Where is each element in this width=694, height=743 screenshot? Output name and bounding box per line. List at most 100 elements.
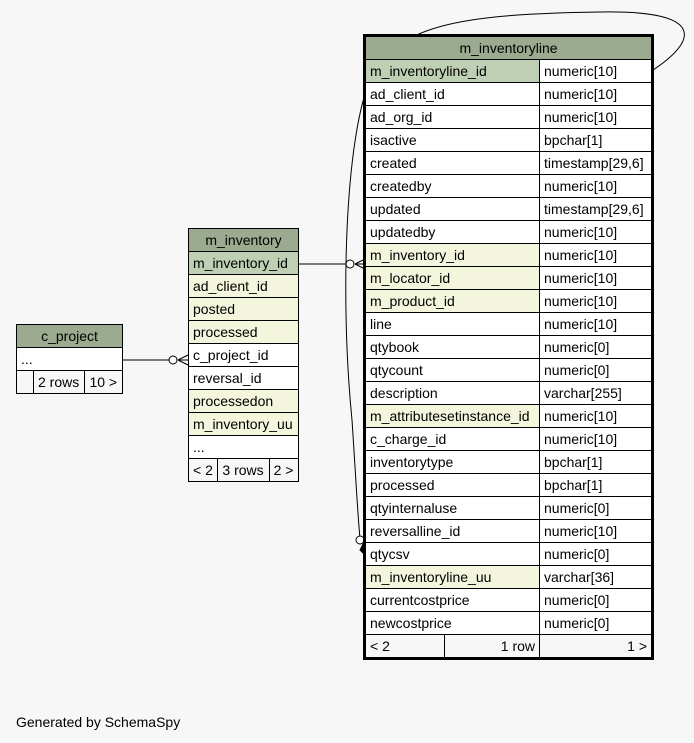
column-type: bpchar[1] [539, 473, 652, 497]
fk-link-end-circle [355, 535, 365, 545]
column-name: newcostprice [365, 611, 540, 635]
fk-link-end-circle [168, 355, 178, 365]
footer-prev [16, 370, 34, 394]
column-type: numeric[10] [539, 220, 652, 244]
column-name: m_attributesetinstance_id [365, 404, 540, 428]
table-row: posted [188, 297, 299, 321]
column-name: qtybook [365, 335, 540, 359]
column-type: numeric[10] [539, 59, 652, 83]
column-type: numeric[10] [539, 105, 652, 129]
column-type: numeric[0] [539, 335, 652, 359]
table-row: processed [188, 320, 299, 344]
column-type: varchar[255] [539, 381, 652, 405]
column-type: timestamp[29,6] [539, 151, 652, 175]
column-name: c_charge_id [365, 427, 540, 451]
footer-prev[interactable]: < 2 [187, 458, 219, 482]
column-name: created [365, 151, 540, 175]
column-name: m_locator_id [365, 266, 540, 290]
column-name: m_inventoryline_id [365, 59, 540, 83]
column-type: numeric[10] [539, 289, 652, 313]
column-name: ad_org_id [365, 105, 540, 129]
column-type: numeric[0] [539, 542, 652, 566]
footer-row-count: 1 row [444, 634, 540, 658]
footer-row-count: 2 rows [32, 370, 86, 394]
table-row: ad_client_id [188, 274, 299, 298]
fk-link-crowfoot [177, 354, 189, 366]
table-row: ... [188, 435, 299, 459]
footer-next[interactable]: 1 > [539, 634, 652, 658]
table-c-project[interactable]: c_project ... 2 rows 10 > [16, 324, 123, 394]
table-m-inventory[interactable]: m_inventory m_inventory_id ad_client_id … [187, 228, 300, 482]
column-type: numeric[0] [539, 496, 652, 520]
column-type: numeric[10] [539, 174, 652, 198]
column-type: numeric[10] [539, 266, 652, 290]
column-type: bpchar[1] [539, 450, 652, 474]
column-name: createdby [365, 174, 540, 198]
column-name: currentcostprice [365, 588, 540, 612]
column-name: isactive [365, 128, 540, 152]
column-name: inventorytype [365, 450, 540, 474]
footer-row-count: 3 rows [217, 458, 270, 482]
column-type: numeric[0] [539, 588, 652, 612]
column-name: updated [365, 197, 540, 221]
column-type: timestamp[29,6] [539, 197, 652, 221]
column-name: m_product_id [365, 289, 540, 313]
column-name: qtyinternaluse [365, 496, 540, 520]
table-row: processedon [188, 389, 299, 413]
column-name: qtycount [365, 358, 540, 382]
table-row: c_project_id [188, 343, 299, 367]
table-header[interactable]: m_inventory [188, 228, 299, 252]
column-type: numeric[0] [539, 611, 652, 635]
generated-by-label: Generated by SchemaSpy [16, 714, 181, 730]
fk-link-crowfoot [354, 258, 366, 270]
column-type: numeric[10] [539, 427, 652, 451]
column-name: line [365, 312, 540, 336]
table-header[interactable]: c_project [16, 324, 123, 348]
column-name: processed [365, 473, 540, 497]
column-name: ad_client_id [365, 82, 540, 106]
column-type: numeric[0] [539, 358, 652, 382]
column-name: qtycsv [365, 542, 540, 566]
footer-prev[interactable]: < 2 [365, 634, 445, 658]
column-type: bpchar[1] [539, 128, 652, 152]
column-type: numeric[10] [539, 404, 652, 428]
column-name: updatedby [365, 220, 540, 244]
fk-link-end-circle [345, 259, 355, 269]
table-header[interactable]: m_inventoryline [365, 36, 652, 60]
column-type: numeric[10] [539, 519, 652, 543]
footer-next[interactable]: 2 > [268, 458, 300, 482]
footer-next[interactable]: 10 > [84, 370, 123, 394]
primary-key-column: m_inventory_id [188, 251, 299, 275]
column-type: numeric[10] [539, 312, 652, 336]
column-name: m_inventoryline_uu [365, 565, 540, 589]
table-row: ... [16, 347, 123, 371]
table-row: m_inventory_uu [188, 412, 299, 436]
column-name: description [365, 381, 540, 405]
